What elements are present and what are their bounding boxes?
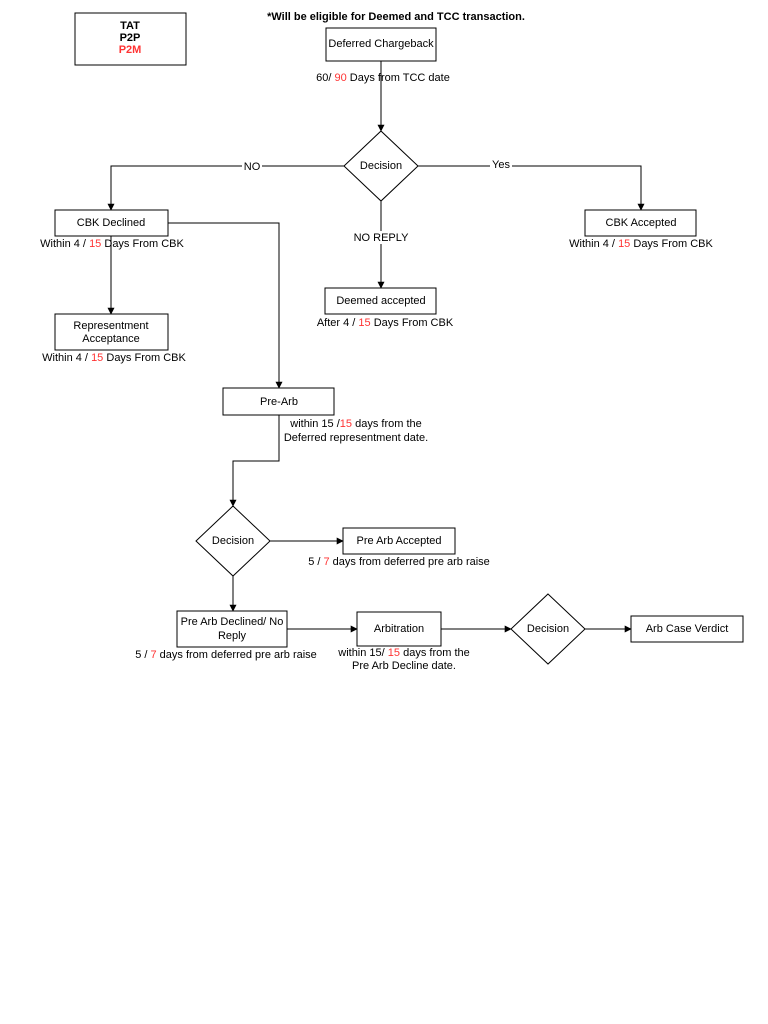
- edge-cbk-declined-to-pre-arb: [168, 222, 283, 389]
- timeline-pre-arb-declined: 5 / 7 days from deferred pre arb raise: [135, 649, 317, 661]
- edge-decision-to-cbk-accepted: [418, 165, 645, 211]
- edge-label-no-reply: NO REPLY: [353, 231, 409, 244]
- legend-title: TAT: [120, 20, 140, 32]
- svg-text:Arb Case Verdict: Arb Case Verdict: [646, 623, 729, 635]
- decision-diamond-2: Decision: [195, 505, 271, 577]
- svg-text:NO: NO: [244, 161, 261, 173]
- node-pre-arb-accepted: Pre Arb Accepted: [342, 527, 456, 555]
- node-deemed-accepted: Deemed accepted: [324, 287, 437, 315]
- timeline-pre-arb-accepted: 5 / 7 days from deferred pre arb raise: [308, 556, 490, 568]
- svg-text:Pre Arb Declined/ No: Pre Arb Declined/ No: [181, 616, 284, 628]
- svg-text:CBK Accepted: CBK Accepted: [606, 217, 677, 229]
- legend-box: TAT P2P P2M: [74, 12, 187, 66]
- node-representment-acceptance: Representment Acceptance: [54, 313, 169, 351]
- svg-text:Arbitration: Arbitration: [374, 623, 424, 635]
- decision-diamond-3: Decision: [510, 593, 586, 665]
- edge-decision-to-cbk-declined: [107, 165, 344, 211]
- node-arb-case-verdict: Arb Case Verdict: [630, 615, 744, 643]
- svg-text:Decision: Decision: [360, 160, 402, 172]
- node-arbitration: Arbitration: [356, 611, 442, 647]
- timeline-deemed-accepted: After 4 / 15 Days From CBK: [317, 317, 454, 329]
- timeline-cbk-accepted: Within 4 / 15 Days From CBK: [569, 238, 713, 250]
- svg-text:Decision: Decision: [212, 535, 254, 547]
- svg-text:Representment: Representment: [73, 320, 148, 332]
- edge-pre-arb-to-decision: [229, 415, 280, 507]
- timeline-cbk-declined: Within 4 / 15 Days From CBK: [40, 238, 184, 250]
- svg-text:NO REPLY: NO REPLY: [354, 232, 409, 244]
- node-cbk-declined: CBK Declined: [54, 209, 169, 237]
- eligibility-note: *Will be eligible for Deemed and TCC tra…: [267, 11, 525, 23]
- svg-text:Pre Arb Accepted: Pre Arb Accepted: [357, 535, 442, 547]
- svg-text:CBK Declined: CBK Declined: [77, 217, 145, 229]
- svg-text:Pre-Arb: Pre-Arb: [260, 396, 298, 408]
- edge-label-yes: Yes: [490, 159, 512, 171]
- decision-diamond-1: Decision: [343, 130, 419, 202]
- svg-text:Decision: Decision: [527, 623, 569, 635]
- node-pre-arb: Pre-Arb: [222, 387, 335, 416]
- svg-text:within 15 /15 days from: within 15 /15 days from the: [289, 418, 421, 430]
- timeline-representment: Within 4 / 15 Days From CBK: [42, 352, 186, 364]
- edges: [107, 61, 645, 633]
- edge-label-no: NO: [242, 160, 262, 173]
- timeline-arbitration: within 15/ 15 days from the Pre Arb Decl…: [337, 647, 470, 672]
- legend-p2m: P2M: [119, 44, 142, 56]
- svg-text:Reply: Reply: [218, 630, 247, 642]
- svg-text:Pre Arb Decline date.: Pre Arb Decline date.: [352, 660, 456, 672]
- node-pre-arb-declined: Pre Arb Declined/ No Reply: [176, 610, 288, 648]
- timeline-pre-arb: within 15 /15 days from the Deferred rep…: [284, 418, 428, 444]
- svg-text:Deemed accepted: Deemed accepted: [336, 295, 425, 307]
- svg-text:Deferred representment date.: Deferred representment date.: [284, 432, 428, 444]
- legend-p2p: P2P: [120, 32, 141, 44]
- node-cbk-accepted: CBK Accepted: [584, 209, 697, 237]
- node-deferred-chargeback: Deferred Chargeback: [325, 27, 437, 62]
- svg-text:Deferred Chargeback: Deferred Chargeback: [328, 38, 434, 50]
- timeline-tcc: 60/ 90 Days from TCC date: [316, 72, 450, 84]
- svg-text:within 15/ 15 days: within 15/ 15 days from the: [337, 647, 470, 659]
- svg-text:Acceptance: Acceptance: [82, 333, 139, 345]
- svg-text:Yes: Yes: [492, 159, 510, 171]
